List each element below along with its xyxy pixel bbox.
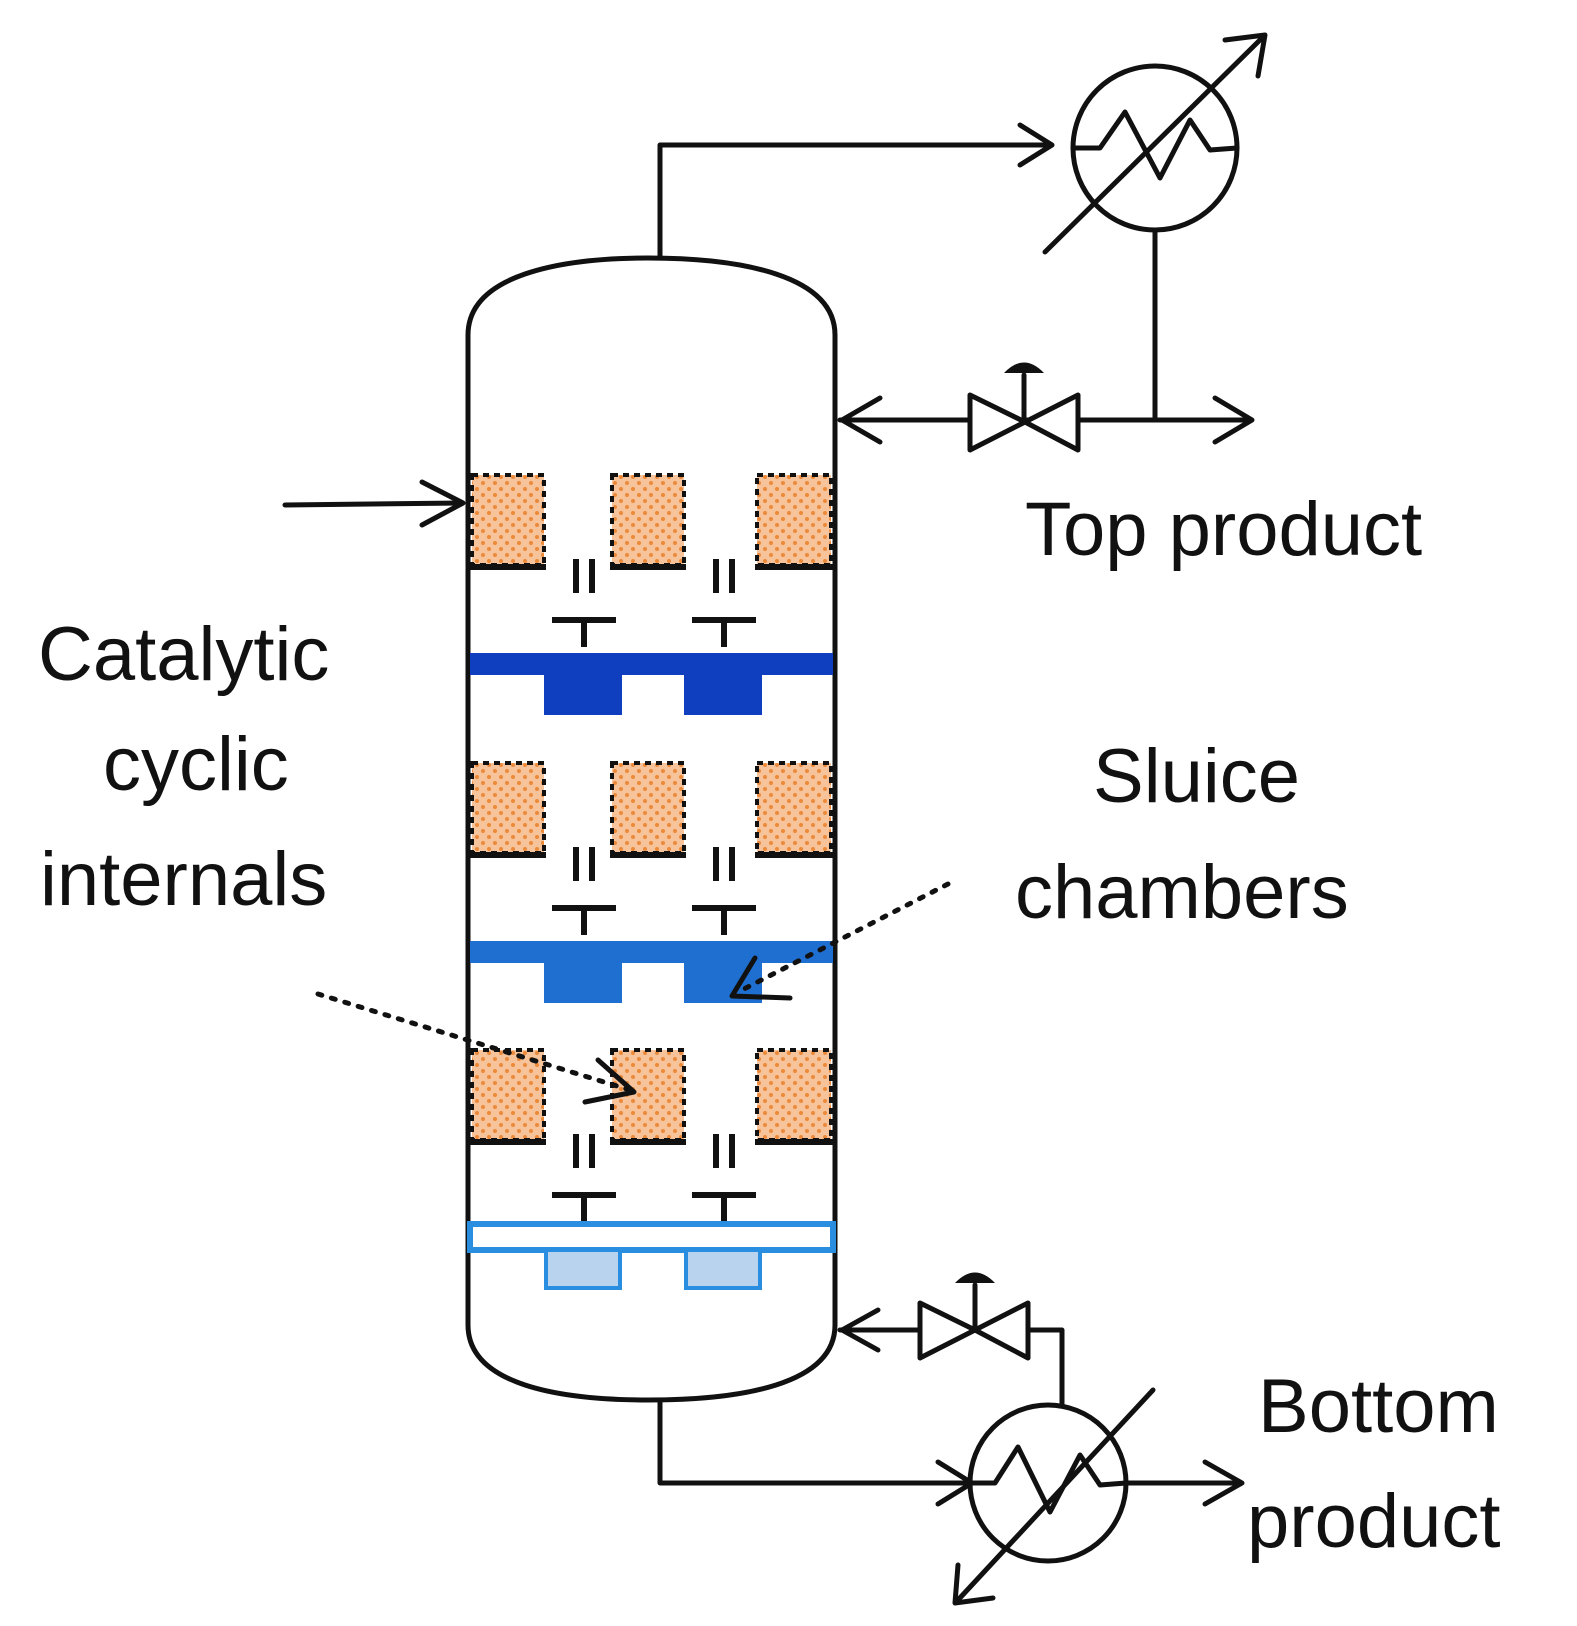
catalytic-label-line3: internals <box>40 837 327 922</box>
bottom-product-arrowhead <box>1202 1459 1245 1507</box>
sluice-chamber <box>684 673 762 715</box>
lower-stage <box>467 1048 836 1290</box>
feed-arrowhead <box>419 479 466 528</box>
boilup-line <box>837 1327 1065 1408</box>
catalytic-pointer-line <box>315 991 633 1093</box>
bottom-label-line1: Bottom <box>1258 1364 1499 1449</box>
catalyst-package <box>755 1048 833 1142</box>
reboiler-icon <box>952 1387 1156 1606</box>
boilup-arrowhead <box>839 1307 881 1353</box>
column-vessel <box>465 255 838 1403</box>
condenser-icon <box>1042 32 1268 255</box>
sluice-chamber <box>544 961 622 1003</box>
sluice-label-line2: chambers <box>1015 850 1349 935</box>
upper-stage <box>470 473 833 715</box>
catalyst-package <box>755 473 833 567</box>
sluice-chamber <box>544 1248 622 1290</box>
catalyst-package <box>470 761 546 855</box>
bottoms-line <box>657 1397 971 1486</box>
sluice-chamber <box>684 1248 762 1290</box>
catalyst-package <box>755 761 833 855</box>
catalyst-package <box>610 761 686 855</box>
top-product-label: Top product <box>1025 487 1422 572</box>
catalytic-label-line1: Catalytic <box>38 612 329 697</box>
sluice-chamber <box>544 673 622 715</box>
sluice-label-line1: Sluice <box>1093 734 1300 819</box>
catalyst-package <box>470 473 546 567</box>
sluice-pointer-line <box>739 881 951 993</box>
top-product-arrowhead <box>1212 395 1255 445</box>
catalytic-label-line2: cyclic <box>103 722 289 807</box>
feed-line <box>282 500 465 508</box>
boilup-valve-icon <box>917 1272 1031 1361</box>
column-stages <box>467 473 836 1290</box>
catalyst-package <box>470 1048 546 1142</box>
overhead-arrowhead <box>1017 122 1055 168</box>
reflux-valve-icon <box>967 362 1081 453</box>
reflux-arrowhead <box>839 395 883 445</box>
sluice-plate <box>470 941 833 963</box>
sluice-plate <box>470 653 833 675</box>
middle-stage <box>470 761 833 1003</box>
sluice-pointer-arrowhead <box>729 955 793 1001</box>
sluice-plate <box>467 1221 836 1253</box>
bottom-label-line2: product <box>1247 1479 1501 1564</box>
overhead-vapor-line <box>657 142 1053 261</box>
catalyst-package <box>610 473 686 567</box>
catalytic-pointer-arrowhead <box>582 1057 637 1105</box>
